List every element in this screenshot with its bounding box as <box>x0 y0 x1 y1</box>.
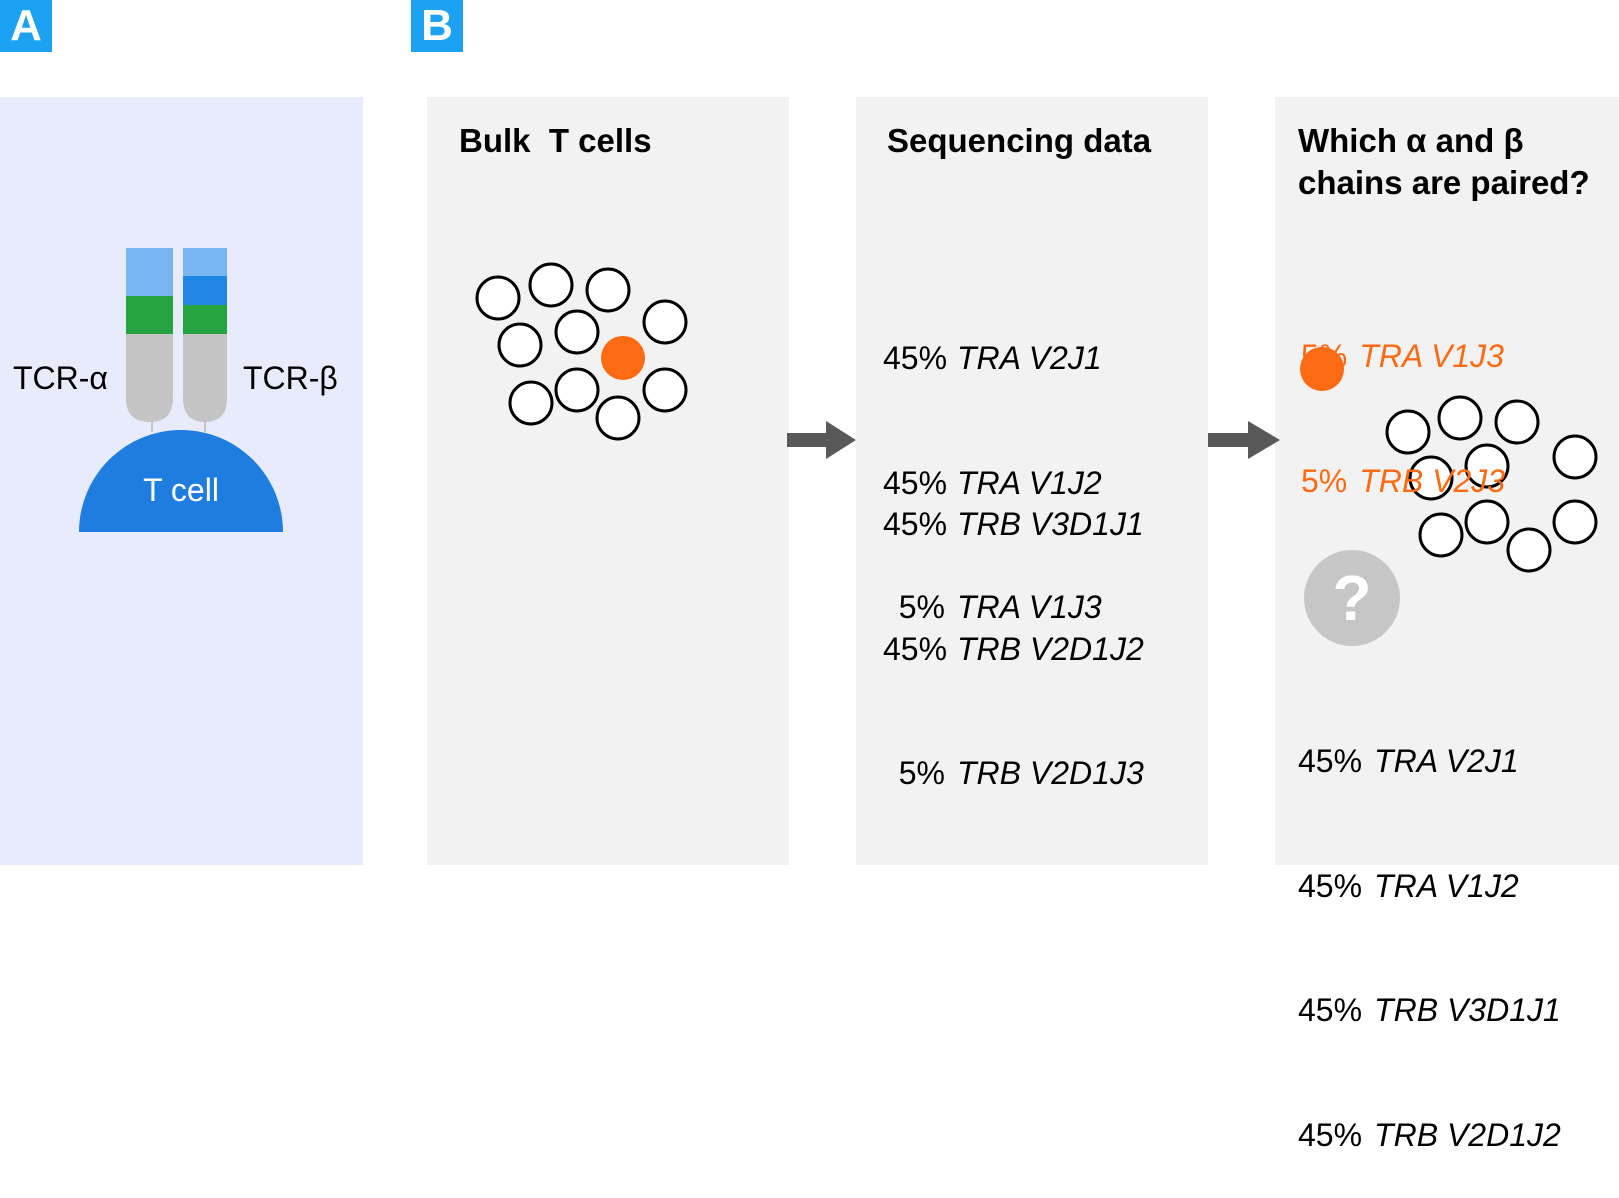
alpha-variable-region <box>126 248 173 296</box>
t-cell-circle <box>644 369 686 411</box>
bulk-cell-cluster <box>477 264 686 439</box>
alpha-junction-region <box>126 296 173 334</box>
tcr-alpha-label: TCR-α <box>13 358 108 398</box>
percent-value: 5% <box>1301 461 1347 503</box>
alpha-constant-region <box>126 334 173 422</box>
gene-name: TRB V2D1J2 <box>957 631 1144 667</box>
gene-name: TRB V2D1J3 <box>957 755 1144 791</box>
percent-value: 45% <box>883 629 945 671</box>
sequencing-row: 45% TRA V2J1 <box>883 338 1102 380</box>
t-cell-circle <box>499 324 541 366</box>
sequencing-title: Sequencing data <box>887 120 1151 162</box>
t-cell-circle <box>597 397 639 439</box>
t-cell-circle <box>556 369 598 411</box>
t-cell-circle <box>1508 529 1550 571</box>
t-cell-circle <box>477 277 519 319</box>
pairing-title-line1: Which α and β <box>1298 120 1524 162</box>
t-cell-circle <box>556 311 598 353</box>
known-pair-list: 5% TRA V1J3 5% TRB V2J3 <box>1301 253 1505 544</box>
unknown-pair-row: 45% TRB V3D1J1 <box>1298 990 1561 1032</box>
sequencing-row: 5% TRB V2D1J3 <box>883 753 1144 795</box>
t-cell-circle <box>1554 501 1596 543</box>
t-cell-circle <box>644 301 686 343</box>
gene-name: TRB V2J3 <box>1359 463 1505 499</box>
sequencing-row: 45% TRB V2D1J2 <box>883 629 1144 671</box>
known-pair-row: 5% TRB V2J3 <box>1301 461 1505 503</box>
sequencing-trb-list: 45% TRB V3D1J1 45% TRB V2D1J2 5% TRB V2D1J3 <box>883 421 1144 836</box>
beta-junction-region <box>183 305 227 334</box>
t-cell-circle <box>510 382 552 424</box>
percent-value: 45% <box>1298 741 1362 783</box>
t-cell-circle <box>587 269 629 311</box>
question-mark: ? <box>1304 566 1400 630</box>
gene-name: TRB V3D1J1 <box>1374 992 1561 1028</box>
percent-value: 45% <box>1298 1115 1362 1157</box>
unknown-pair-row: 45% TRB V2D1J2 <box>1298 1115 1561 1157</box>
sequencing-row: 45% TRB V3D1J1 <box>883 504 1144 546</box>
gene-name: TRB V3D1J1 <box>957 506 1144 542</box>
gene-name: TRB V2D1J2 <box>1374 1117 1561 1153</box>
gene-name: TRA V1J2 <box>1374 868 1519 904</box>
percent-value: 45% <box>1298 866 1362 908</box>
gene-name: TRA V2J1 <box>957 340 1102 376</box>
t-cell-circle <box>530 264 572 306</box>
beta-diversity-region <box>183 276 227 305</box>
unknown-pair-row: 45% TRA V2J1 <box>1298 741 1561 783</box>
percent-value: 5% <box>883 753 945 795</box>
gene-name: TRA V2J1 <box>1374 743 1519 779</box>
percent-value: 45% <box>883 504 945 546</box>
unknown-pair-row: 45% TRA V1J2 <box>1298 866 1561 908</box>
percent-value: 45% <box>883 338 945 380</box>
beta-variable-region <box>183 248 227 276</box>
arrow-to-sequencing <box>787 421 856 459</box>
percent-value: 5% <box>1301 336 1347 378</box>
arrow-to-pairing <box>1208 421 1280 459</box>
known-pair-row: 5% TRA V1J3 <box>1301 336 1505 378</box>
t-cell-circle <box>1554 436 1596 478</box>
percent-value: 45% <box>1298 990 1362 1032</box>
beta-constant-region <box>183 334 227 422</box>
t-cell-label: T cell <box>79 470 283 510</box>
highlighted-t-cell <box>601 336 645 380</box>
bulk-cells-title: Bulk T cells <box>459 120 652 162</box>
pairing-title-line2: chains are paired? <box>1298 162 1590 204</box>
gene-name: TRA V1J3 <box>1359 338 1504 374</box>
tcr-beta-label: TCR-β <box>243 358 338 398</box>
unknown-pair-list: 45% TRA V2J1 45% TRA V1J2 45% TRB V3D1J1 45… <box>1298 658 1561 1198</box>
